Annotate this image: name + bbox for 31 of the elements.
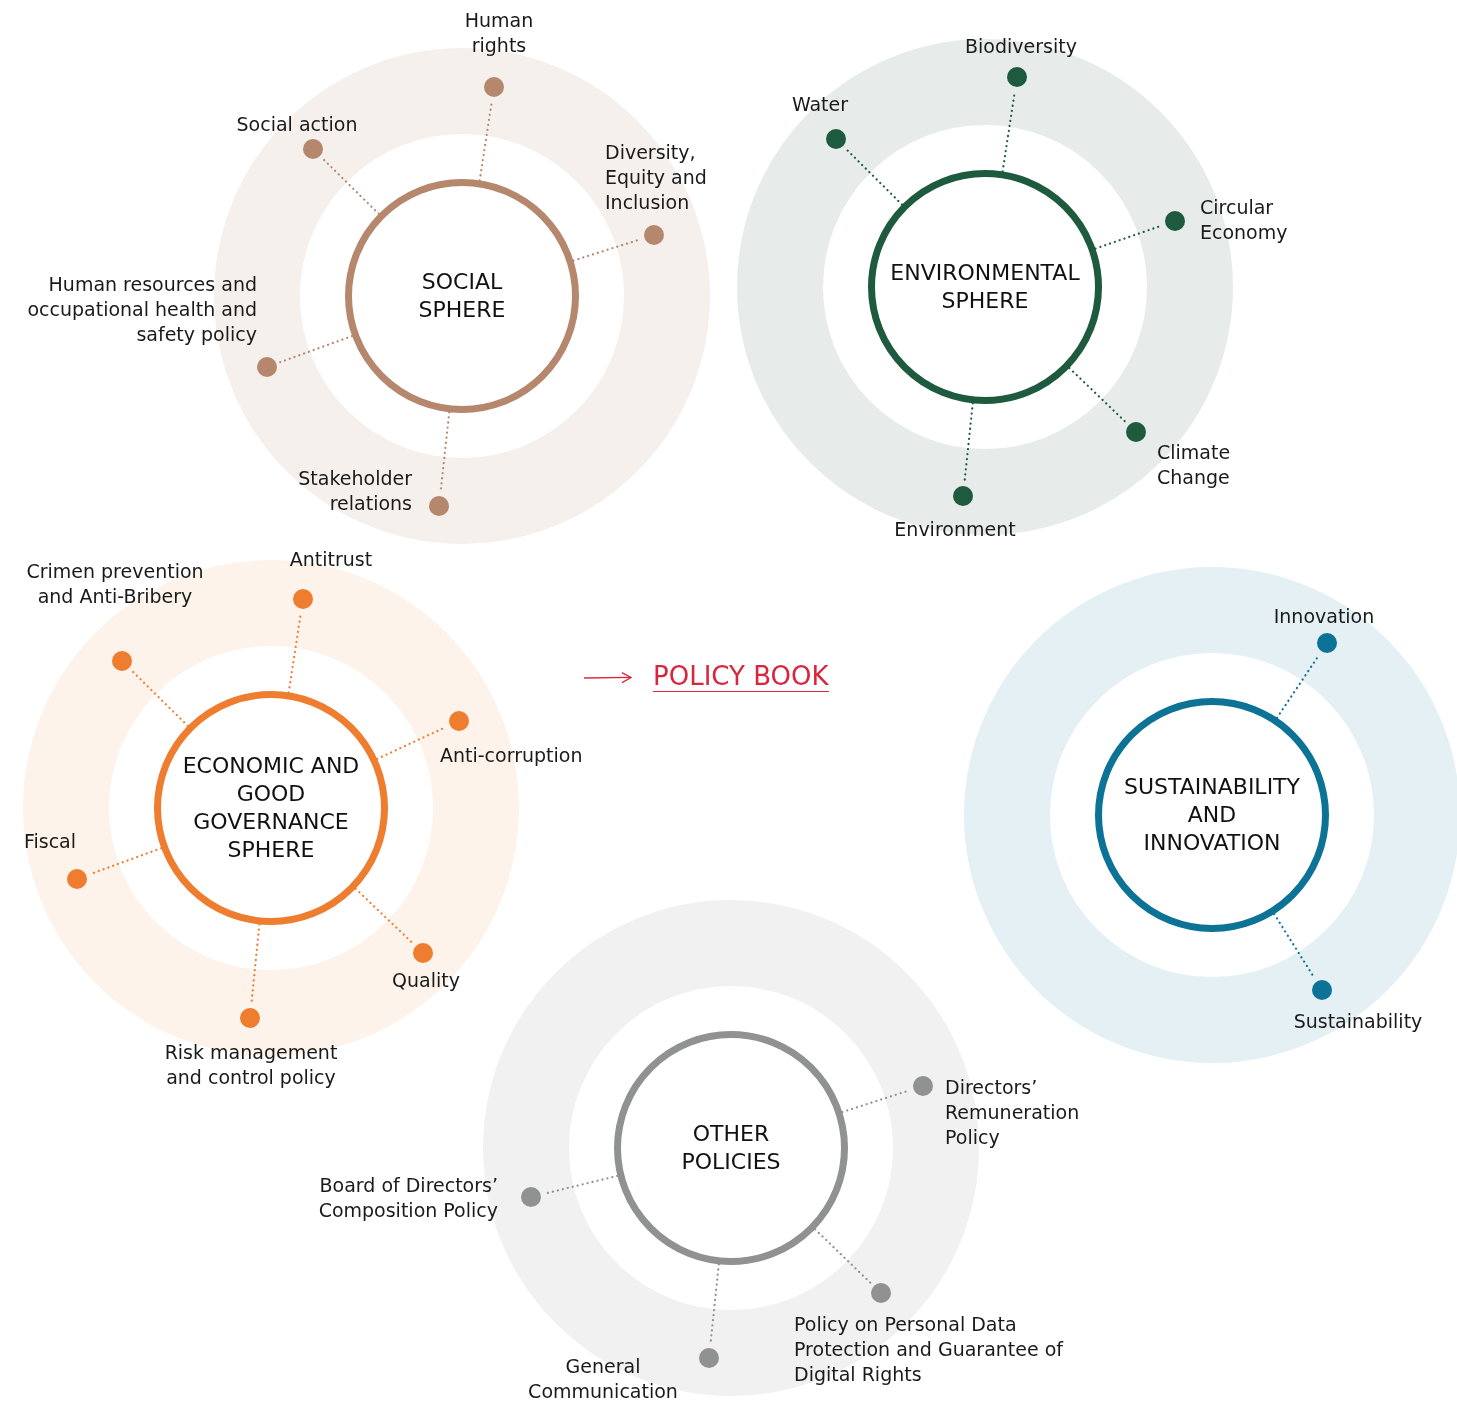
topic-label: Sustainability bbox=[1292, 1009, 1424, 1034]
link-text: POLICY BOOK bbox=[653, 660, 829, 692]
topic-label: Stakeholder relations bbox=[297, 466, 412, 516]
topic-label: Social action bbox=[235, 112, 359, 137]
hub-title: OTHER POLICIES bbox=[680, 1120, 782, 1176]
topic-label: Water bbox=[790, 92, 850, 117]
topic-label: Board of Directors’ Composition Policy bbox=[317, 1173, 498, 1223]
dotted-connector bbox=[844, 147, 904, 206]
arrow bbox=[583, 671, 632, 684]
topic-label: Human rights bbox=[463, 8, 535, 58]
topic-label: Policy on Personal Data Protection and Guarantee of Digital Rights bbox=[794, 1312, 1064, 1387]
topic-label: Human resources and occupational health and safety policy bbox=[27, 272, 257, 347]
hub-title: SUSTAINABILITY AND INNOVATION bbox=[1123, 773, 1301, 857]
topic-label: Directors’ Remuneration Policy bbox=[945, 1075, 1081, 1150]
topic-label: Fiscal bbox=[22, 829, 78, 854]
dotted-connector bbox=[354, 887, 414, 945]
hub-title: SOCIAL SPHERE bbox=[417, 268, 507, 324]
topic-label: Quality bbox=[391, 968, 461, 993]
topic-label: Biodiversity bbox=[964, 34, 1078, 59]
hub-title: ECONOMIC AND GOOD GOVERNANCE SPHERE bbox=[181, 752, 361, 864]
topic-label: Diversity, Equity and Inclusion bbox=[605, 140, 708, 215]
topic-label: Crimen prevention and Anti-Bribery bbox=[25, 559, 205, 609]
topic-label: Circular Economy bbox=[1200, 195, 1289, 245]
topic-label: Risk management and control policy bbox=[163, 1040, 339, 1090]
topic-label: General Communication bbox=[527, 1354, 679, 1404]
topic-label: Anti-corruption bbox=[440, 743, 584, 768]
topic-label: Antitrust bbox=[288, 547, 374, 572]
topic-label: Innovation bbox=[1272, 604, 1376, 629]
hub-title: ENVIRONMENTAL SPHERE bbox=[889, 259, 1081, 315]
topic-label: Climate Change bbox=[1157, 440, 1232, 490]
topic-label: Environment bbox=[893, 517, 1017, 542]
